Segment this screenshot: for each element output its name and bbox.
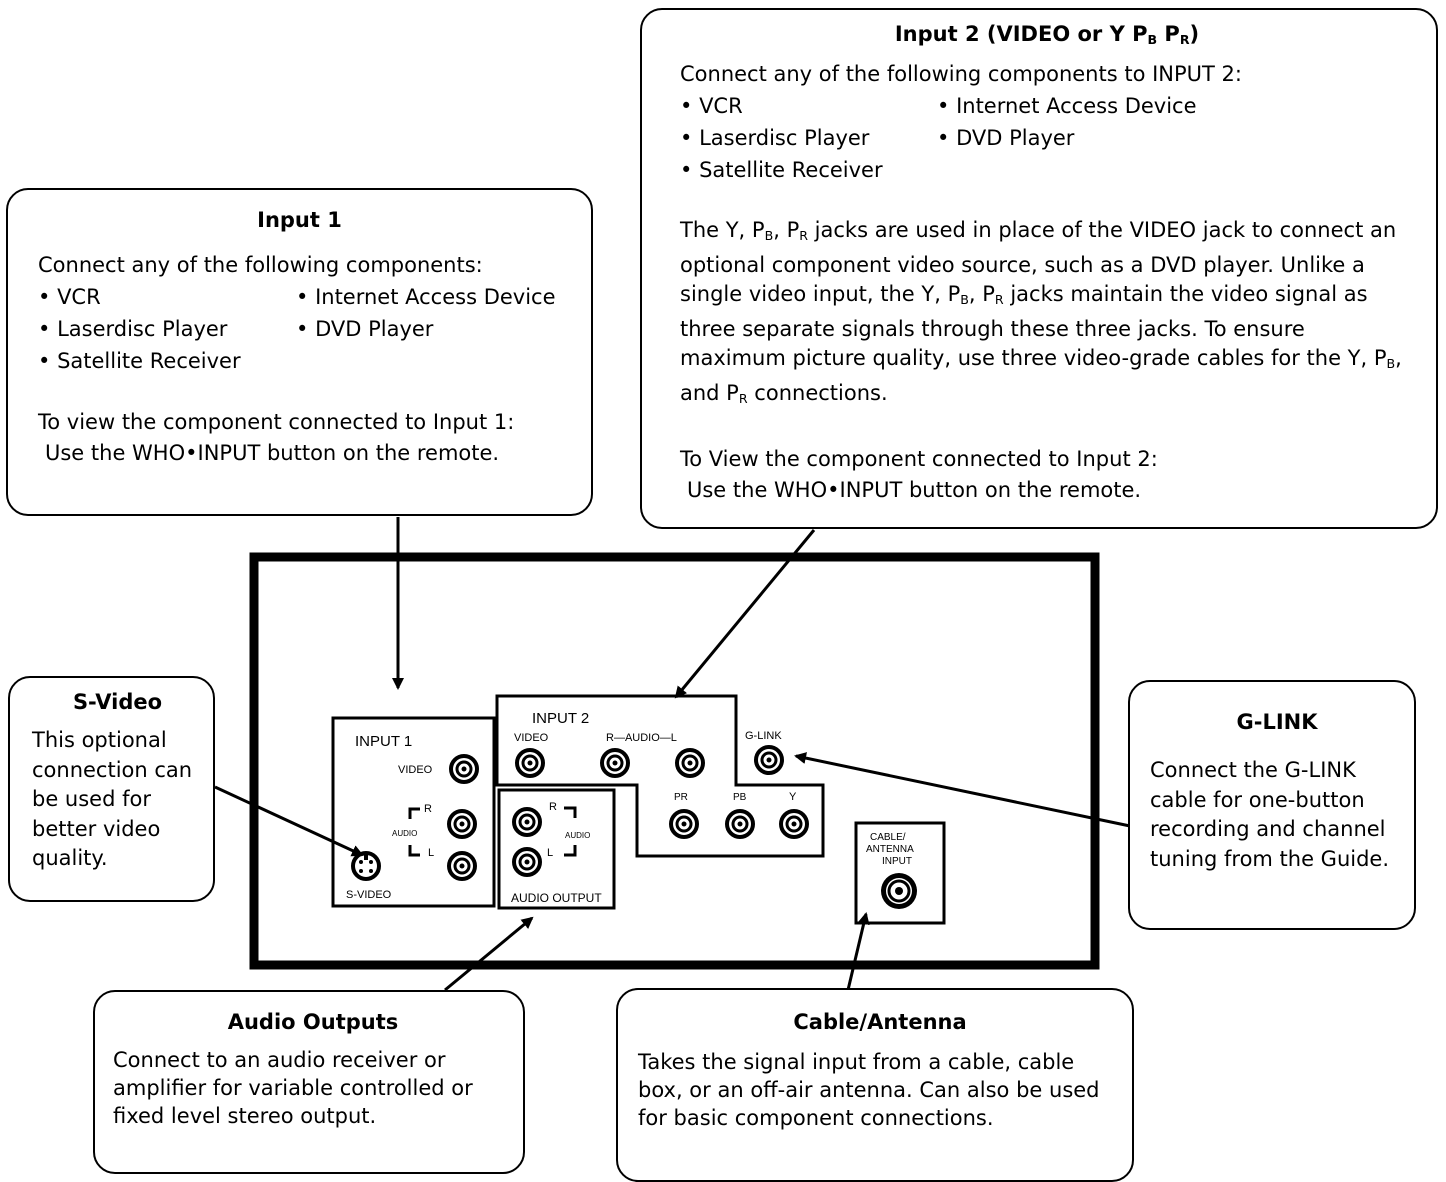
input2-audio-r-jack[interactable] bbox=[600, 748, 630, 778]
list-item: Laserdisc Player bbox=[38, 313, 296, 345]
list-item: Internet Access Device bbox=[296, 281, 556, 313]
input1-audio-r-jack[interactable] bbox=[447, 809, 477, 839]
glink-pointer-arrow bbox=[794, 752, 1131, 828]
input1-video-jack[interactable] bbox=[449, 754, 479, 784]
svideo-callout: S-Video This optional connection can be … bbox=[8, 676, 215, 902]
input1-intro: Connect any of the following components: bbox=[38, 253, 483, 277]
svideo-title: S-Video bbox=[72, 690, 163, 714]
audio-output-l-jack[interactable] bbox=[512, 847, 542, 877]
audio-output-bracket bbox=[564, 806, 577, 857]
panel-audio-out-r-label: R bbox=[549, 801, 557, 813]
cable-antenna-jack-group bbox=[854, 821, 946, 925]
panel-y-label: Y bbox=[789, 791, 797, 803]
panel-audio-out-audio-label: AUDIO bbox=[565, 831, 590, 840]
list-item: Satellite Receiver bbox=[38, 345, 296, 377]
panel-glink-label: G-LINK bbox=[745, 730, 782, 742]
panel-cable-line3: INPUT bbox=[882, 856, 912, 867]
panel-audio-out-l-label: L bbox=[547, 847, 553, 859]
input2-pointer-arrow bbox=[674, 529, 816, 699]
input1-view-line2: Use the WHO•INPUT button on the remote. bbox=[45, 441, 500, 465]
audio-outputs-title: Audio Outputs bbox=[227, 1010, 399, 1034]
panel-cable-line2: ANTENNA bbox=[866, 844, 914, 855]
input1-title: Input 1 bbox=[257, 208, 342, 232]
list-item: DVD Player bbox=[296, 313, 556, 345]
panel-input1-r-label: R bbox=[424, 803, 432, 815]
panel-svideo-label: S-VIDEO bbox=[346, 889, 392, 901]
cable-antenna-callout: Cable/Antenna Takes the signal input fro… bbox=[616, 988, 1134, 1182]
glink-title: G-LINK bbox=[1236, 710, 1318, 734]
list-item: VCR bbox=[38, 281, 296, 313]
audio-output-r-jack[interactable] bbox=[512, 807, 542, 837]
input2-description: The Y, PB, PR jacks are used in place of… bbox=[680, 218, 1402, 407]
cable-antenna-text: Takes the signal input from a cable, cab… bbox=[638, 1050, 1100, 1130]
panel-pb-label: PB bbox=[733, 792, 747, 803]
input2-jack-group bbox=[495, 694, 825, 858]
input2-pr-jack[interactable] bbox=[669, 809, 699, 839]
panel-input1-audio-label: AUDIO bbox=[392, 829, 417, 838]
cable-antenna-pointer-arrow bbox=[846, 912, 870, 991]
panel-input1-l-label: L bbox=[428, 847, 434, 859]
list-item: VCR bbox=[680, 90, 937, 122]
audio-output-jack-group bbox=[497, 788, 616, 910]
svideo-text: This optional connection can be used for… bbox=[32, 728, 193, 870]
panel-cable-line1: CABLE/ bbox=[870, 832, 906, 843]
input2-title: Input 2 (VIDEO or Y PB PR) bbox=[894, 22, 1200, 48]
cable-antenna-title: Cable/Antenna bbox=[793, 1010, 967, 1034]
input2-audio-l-jack[interactable] bbox=[675, 748, 705, 778]
input1-callout: Input 1 Connect any of the following com… bbox=[6, 188, 593, 516]
input2-video-jack[interactable] bbox=[515, 748, 545, 778]
input2-view-line1: To View the component connected to Input… bbox=[680, 446, 1158, 471]
glink-text: Connect the G-LINK cable for one-button … bbox=[1150, 758, 1390, 871]
audio-outputs-pointer-arrow bbox=[444, 916, 534, 992]
input1-component-list: VCR Internet Access Device Laserdisc Pla… bbox=[38, 281, 561, 377]
cable-antenna-jack[interactable] bbox=[881, 873, 917, 909]
list-item: DVD Player bbox=[937, 122, 1237, 154]
audio-outputs-text: Connect to an audio receiver or amplifie… bbox=[113, 1048, 473, 1128]
input2-component-list: VCR Internet Access Device Laserdisc Pla… bbox=[680, 90, 1414, 186]
input2-intro: Connect any of the following components … bbox=[680, 62, 1242, 87]
panel-audio-output-label: AUDIO OUTPUT bbox=[511, 891, 602, 905]
input2-y-jack[interactable] bbox=[779, 809, 809, 839]
input1-view-line1: To view the component connected to Input… bbox=[38, 410, 515, 434]
input1-audio-bracket bbox=[408, 807, 420, 857]
panel-input2-audio-label: R—AUDIO—L bbox=[606, 732, 677, 744]
list-item: Internet Access Device bbox=[937, 90, 1237, 122]
input1-audio-l-jack[interactable] bbox=[447, 851, 477, 881]
list-item: Laserdisc Player bbox=[680, 122, 937, 154]
panel-input2-label: INPUT 2 bbox=[532, 710, 589, 727]
tv-back-panel-frame bbox=[249, 552, 1100, 970]
input2-callout: Input 2 (VIDEO or Y PB PR) Connect any o… bbox=[640, 8, 1438, 529]
panel-pr-label: PR bbox=[674, 792, 688, 803]
svideo-pointer-arrow bbox=[214, 785, 364, 857]
input1-jack-group bbox=[331, 716, 496, 908]
panel-input1-label: INPUT 1 bbox=[355, 733, 412, 750]
panel-input2-video-label: VIDEO bbox=[514, 732, 549, 744]
svideo-jack[interactable] bbox=[351, 851, 381, 881]
glink-callout: G-LINK Connect the G-LINK cable for one-… bbox=[1128, 680, 1416, 930]
input2-pb-jack[interactable] bbox=[725, 809, 755, 839]
list-item: Satellite Receiver bbox=[680, 154, 937, 186]
panel-input1-video-label: VIDEO bbox=[398, 764, 433, 776]
input2-view-line2: Use the WHO•INPUT button on the remote. bbox=[687, 477, 1142, 502]
audio-outputs-callout: Audio Outputs Connect to an audio receiv… bbox=[93, 990, 525, 1174]
glink-jack[interactable] bbox=[754, 745, 784, 775]
